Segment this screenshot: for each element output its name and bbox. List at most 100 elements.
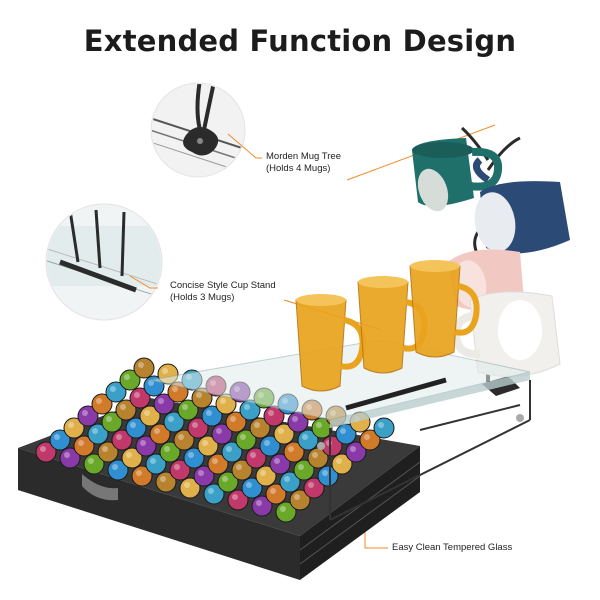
capsule-highlight xyxy=(158,398,164,404)
capsule-highlight xyxy=(154,428,160,434)
coffee-capsule xyxy=(211,423,233,445)
capsule-highlight xyxy=(120,404,126,410)
capsule-highlight xyxy=(302,434,308,440)
coffee-capsule xyxy=(225,411,247,433)
capsule-highlight xyxy=(172,386,178,392)
page-title: Extended Function Design xyxy=(83,24,517,58)
capsule-highlight xyxy=(284,476,290,482)
coffee-capsule xyxy=(265,483,287,505)
coffee-capsule xyxy=(111,429,133,451)
capsule-highlight xyxy=(230,416,236,422)
coffee-capsule xyxy=(49,429,71,451)
capsule-highlight xyxy=(68,422,74,428)
coffee-capsule xyxy=(249,417,271,439)
mug-tree-callout: Morden Mug Tree (Holds 4 Mugs) xyxy=(266,151,341,175)
capsule-highlight xyxy=(222,476,228,482)
capsule-highlight xyxy=(316,422,322,428)
coffee-capsule xyxy=(77,405,99,427)
capsule-highlight xyxy=(148,380,154,386)
cup-stand xyxy=(345,377,447,411)
capsule-highlight xyxy=(54,434,60,440)
capsule-highlight xyxy=(116,434,122,440)
capsule-highlight xyxy=(40,446,46,452)
capsule-highlight xyxy=(350,446,356,452)
coffee-capsule xyxy=(129,387,151,409)
capsule-highlight xyxy=(268,410,274,416)
coffee-capsule xyxy=(101,411,123,433)
capsule-highlight xyxy=(82,410,88,416)
amber-cup xyxy=(295,299,347,392)
capsule-highlight xyxy=(192,422,198,428)
cup-stand-detail-inset xyxy=(45,203,163,321)
amber-cup-handle xyxy=(340,317,366,370)
coffee-capsule xyxy=(251,495,273,517)
capsule-highlight xyxy=(184,482,190,488)
capsule-highlight xyxy=(232,494,238,500)
amber-cup-rim xyxy=(410,260,460,272)
coffee-capsule xyxy=(203,483,225,505)
capsule-highlight xyxy=(336,458,342,464)
capsule-highlight xyxy=(236,464,242,470)
coffee-capsule xyxy=(269,453,291,475)
capsule-highlight xyxy=(270,488,276,494)
capsule-highlight xyxy=(294,494,300,500)
coffee-capsule xyxy=(169,459,191,481)
coffee-capsule xyxy=(187,417,209,439)
amber-cup-handle xyxy=(454,283,480,336)
capsule-highlight xyxy=(150,458,156,464)
capsule-highlight xyxy=(198,470,204,476)
capsule-highlight xyxy=(254,422,260,428)
coffee-capsule xyxy=(359,429,381,451)
capsule-highlight xyxy=(168,416,174,422)
capsule-highlight xyxy=(134,392,140,398)
capsule-highlight xyxy=(138,362,144,368)
coffee-capsule xyxy=(293,459,315,481)
cup-stand-callout: Concise Style Cup Stand (Holds 3 Mugs) xyxy=(170,280,276,304)
capsule-highlight xyxy=(220,398,226,404)
mug-teal xyxy=(412,138,503,212)
capsule-highlight xyxy=(292,416,298,422)
capsule-highlight xyxy=(246,482,252,488)
coffee-capsule xyxy=(91,393,113,415)
glass-fastener xyxy=(317,442,325,450)
coffee-capsule xyxy=(241,477,263,499)
coffee-capsule xyxy=(159,441,181,463)
capsule-highlight xyxy=(106,416,112,422)
capsule-highlight xyxy=(298,464,304,470)
coffee-capsule xyxy=(105,381,127,403)
coffee-capsule xyxy=(245,447,267,469)
capsule-highlight xyxy=(140,440,146,446)
capsule-highlight xyxy=(244,404,250,410)
coffee-capsule xyxy=(59,447,81,469)
coffee-capsule xyxy=(179,477,201,499)
coffee-capsule xyxy=(231,459,253,481)
coffee-capsule xyxy=(87,423,109,445)
coffee-capsule xyxy=(193,465,215,487)
coffee-capsule xyxy=(207,453,229,475)
coffee-capsule xyxy=(227,489,249,511)
capsule-highlight xyxy=(212,458,218,464)
coffee-capsule xyxy=(279,471,301,493)
coffee-capsule xyxy=(273,423,295,445)
capsule-highlight xyxy=(206,410,212,416)
capsule-highlight xyxy=(188,452,194,458)
coffee-capsule xyxy=(155,471,177,493)
mug-tree-label: Morden Mug Tree xyxy=(266,151,341,162)
capsule-highlight xyxy=(126,452,132,458)
mug-tree-detail-inset xyxy=(150,82,246,178)
capsule-highlight xyxy=(274,458,280,464)
capsule-highlight xyxy=(240,434,246,440)
capsule-highlight xyxy=(250,452,256,458)
cup-stand-label: Concise Style Cup Stand xyxy=(170,280,276,291)
capsule-highlight xyxy=(202,440,208,446)
mug-tree-capacity: (Holds 4 Mugs) xyxy=(266,163,331,174)
coffee-capsule xyxy=(235,429,257,451)
coffee-capsule xyxy=(63,417,85,439)
coffee-capsule xyxy=(197,435,219,457)
coffee-capsule xyxy=(119,369,141,391)
coffee-capsule xyxy=(289,489,311,511)
capsule-highlight xyxy=(160,476,166,482)
capsule-highlight xyxy=(96,398,102,404)
amber-cup xyxy=(357,281,409,374)
capsule-highlight xyxy=(130,422,136,428)
